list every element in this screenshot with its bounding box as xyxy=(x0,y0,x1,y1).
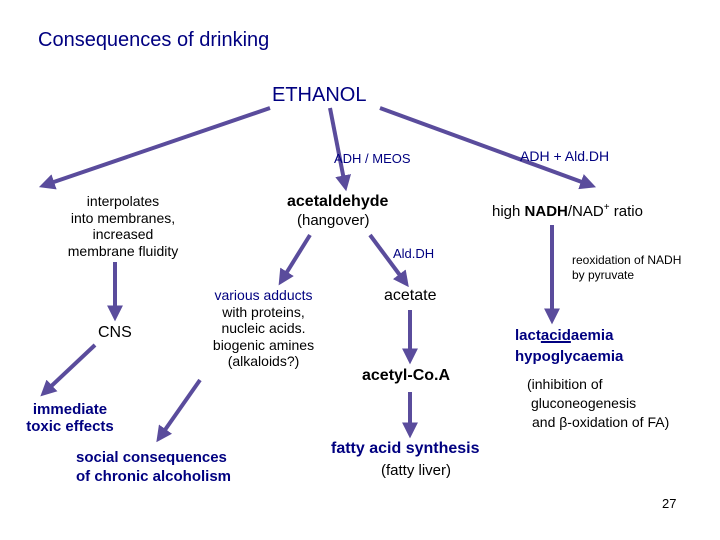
acetate-label: acetate xyxy=(384,287,437,304)
acetyl-coa-label: acetyl-Co.A xyxy=(362,367,451,384)
inhibition-text: (inhibition of gluconeogenesis and β-oxi… xyxy=(500,375,690,432)
arrow-acetaldehyde-acetate xyxy=(368,233,409,288)
membrane-line: into membranes, xyxy=(70,209,176,226)
arrow-ethanol-right xyxy=(379,106,597,190)
social-line: of chronic alcoholism xyxy=(76,468,232,485)
immediate-line: immediate xyxy=(32,401,108,418)
inhibition-line: and β-oxidation of FA) xyxy=(532,414,670,430)
membrane-line: membrane fluidity xyxy=(67,242,179,259)
inhibition-line: (inhibition of xyxy=(527,376,603,392)
adh-aldh-label: ADH + Ald.DH xyxy=(520,148,610,164)
arrow-acetaldehyde-adducts xyxy=(278,233,312,286)
reoxidation-line: by pyruvate xyxy=(572,268,635,282)
immediate-effects-text: immediate toxic effects xyxy=(10,401,130,435)
lactacid-pre: lact xyxy=(515,327,541,344)
acetaldehyde-label: acetaldehyde xyxy=(287,193,389,210)
lactacid-mid: acid xyxy=(540,327,571,344)
slide-title: Consequences of drinking xyxy=(38,29,270,51)
arrow-ethanol-left xyxy=(38,106,271,190)
arrow-cns-immediate xyxy=(40,343,97,397)
nadh-suffix: ratio xyxy=(609,203,643,220)
adducts-text: various adducts with proteins, nucleic a… xyxy=(196,287,331,370)
page-number: 27 xyxy=(662,496,677,511)
lactacid-post: aemia xyxy=(570,327,614,344)
nadh-ratio-label: high NADH/NAD+ ratio xyxy=(492,202,643,220)
membrane-line: interpolates xyxy=(86,193,160,209)
reoxidation-text: reoxidation of NADH by pyruvate xyxy=(572,253,681,283)
nad-superscript: + xyxy=(603,202,610,213)
arrow-adducts-social xyxy=(156,378,202,443)
adducts-line: biogenic amines xyxy=(212,336,315,353)
adducts-line: (alkaloids?) xyxy=(227,353,300,369)
social-consequences-text: social consequences of chronic alcoholis… xyxy=(76,448,231,486)
hangover-label: (hangover) xyxy=(297,212,370,229)
adducts-line: nucleic acids. xyxy=(221,320,306,336)
adh-meos-label: ADH / MEOS xyxy=(334,151,411,166)
adducts-line: with proteins, xyxy=(222,303,305,320)
fatty-acid-synthesis-label: fatty acid synthesis xyxy=(331,440,480,457)
reoxidation-line: reoxidation of NADH xyxy=(572,253,682,267)
fatty-liver-label: (fatty liver) xyxy=(381,462,452,479)
social-line: social consequences xyxy=(76,449,227,466)
immediate-line: toxic effects xyxy=(26,418,114,435)
nadh-prefix: high xyxy=(492,203,525,220)
membrane-line: increased xyxy=(92,226,154,242)
ethanol-label: ETHANOL xyxy=(272,84,367,106)
inhibition-line: gluconeogenesis xyxy=(531,395,637,411)
cns-label: CNS xyxy=(98,324,132,341)
hypoglycaemia-label: hypoglycaemia xyxy=(515,348,624,365)
nad-text: /NAD xyxy=(567,203,604,220)
nadh-text: NADH xyxy=(524,203,568,220)
membrane-effect-text: interpolates into membranes, increased m… xyxy=(58,193,188,259)
arrow-ethanol-acetaldehyde xyxy=(328,107,352,192)
lactacidaemia-label: lactacidaemia xyxy=(515,327,613,344)
aldh-label: Ald.DH xyxy=(393,246,435,261)
adducts-line-highlight: various adducts xyxy=(214,287,313,303)
